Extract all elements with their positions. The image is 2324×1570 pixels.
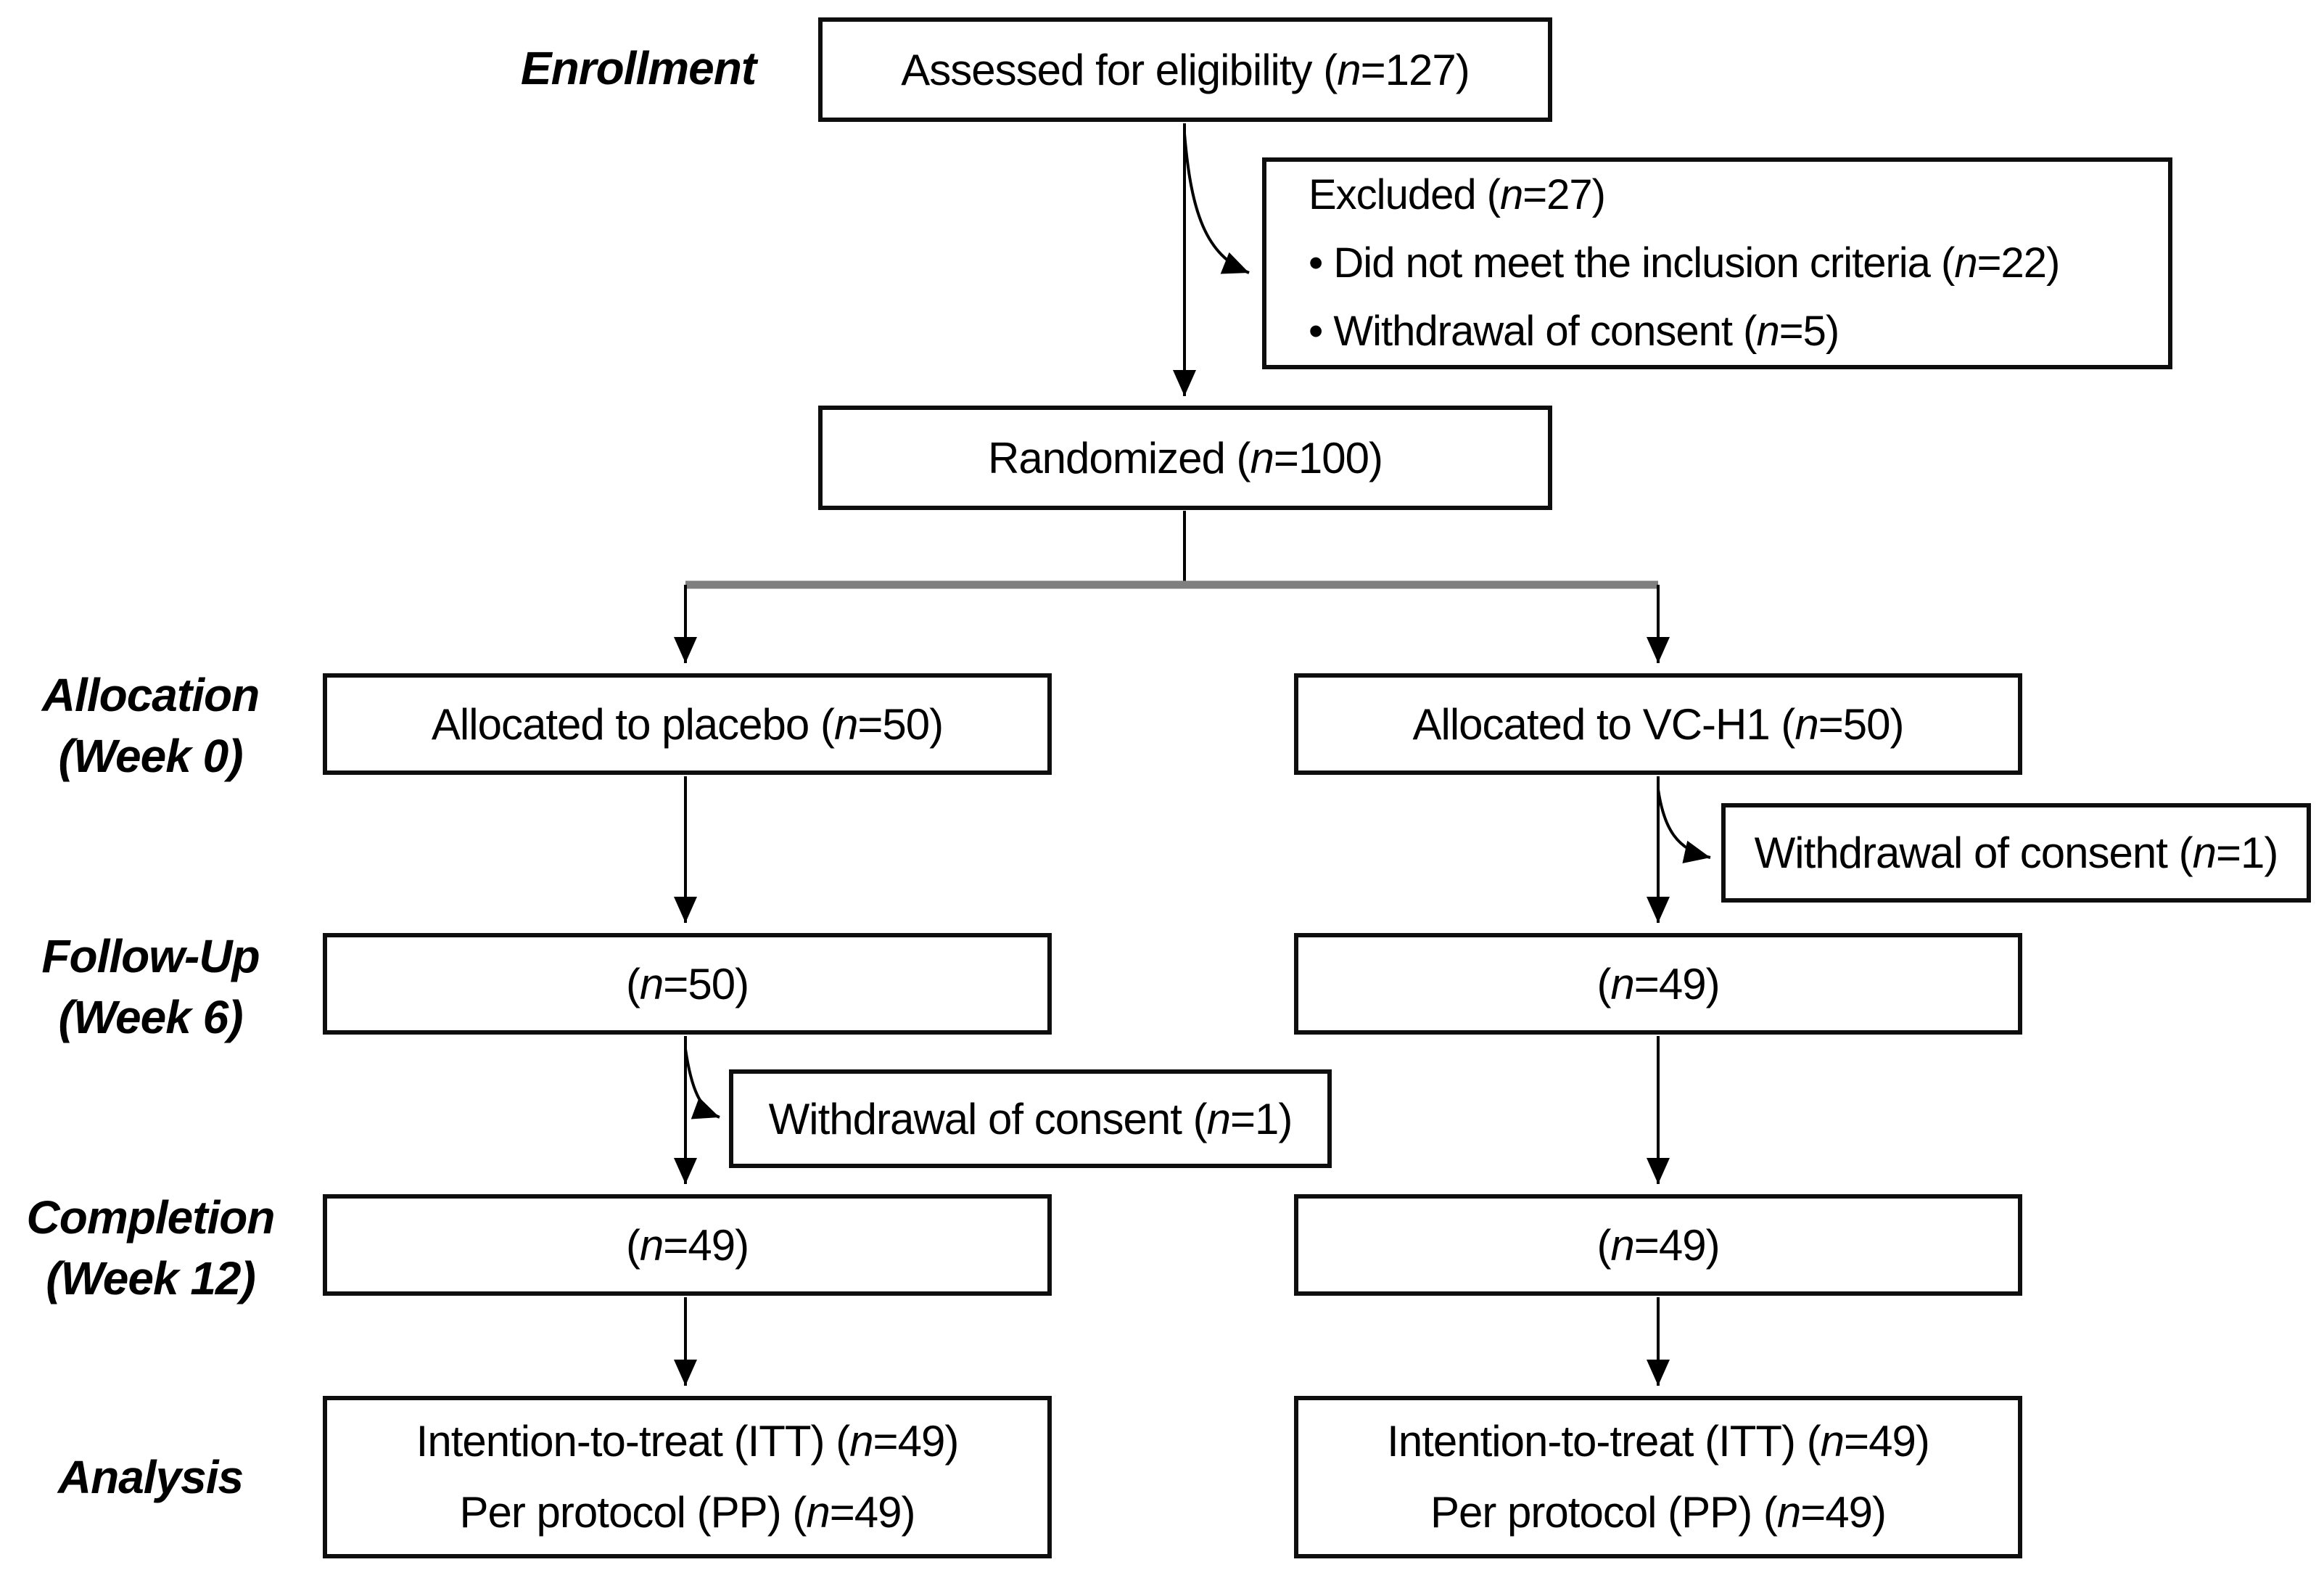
allocated-placebo-box: Allocated to placebo (n=50): [323, 673, 1052, 775]
assessed-eligibility-text: Assessed for eligibility (n=127): [901, 45, 1470, 94]
followup-placebo-text: (n=50): [625, 959, 749, 1008]
analysis-placebo-box: Intention-to-treat (ITT) (n=49) Per prot…: [323, 1396, 1052, 1558]
withdrawal-right-text: Withdrawal of consent (n=1): [1754, 829, 2279, 877]
followup-vch1-text: (n=49): [1596, 959, 1720, 1008]
stage-label-completion: Completion (Week 12): [7, 1187, 294, 1309]
excluded-item-inclusion-criteria: • Did not meet the inclusion criteria (n…: [1309, 239, 2060, 287]
stage-label-allocation-line2: (Week 0): [58, 730, 243, 782]
analysis-vch1-pp-text: Per protocol (PP) (n=49): [1430, 1488, 1887, 1537]
excluded-item-withdrawal: • Withdrawal of consent (n=5): [1309, 308, 1839, 355]
completion-placebo-text: (n=49): [625, 1220, 749, 1270]
excluded-box: Excluded (n=27) • Did not meet the inclu…: [1262, 157, 2172, 369]
withdrawal-left-text: Withdrawal of consent (n=1): [768, 1094, 1293, 1143]
completion-placebo-box: (n=49): [323, 1194, 1052, 1296]
stage-label-followup: Follow-Up (Week 6): [11, 926, 290, 1048]
stage-label-followup-line2: (Week 6): [58, 991, 243, 1043]
allocated-vch1-box: Allocated to VC-H1 (n=50): [1294, 673, 2022, 775]
analysis-placebo-pp-text: Per protocol (PP) (n=49): [459, 1488, 916, 1537]
excluded-title: Excluded (n=27): [1309, 171, 1606, 218]
stage-label-analysis: Analysis: [57, 1451, 244, 1503]
stage-label-allocation-line1: Allocation: [41, 669, 260, 721]
arrow-to-withdraw-right: [1657, 789, 1711, 863]
analysis-placebo-itt-text: Intention-to-treat (ITT) (n=49): [416, 1417, 960, 1466]
analysis-vch1-itt-text: Intention-to-treat (ITT) (n=49): [1387, 1417, 1930, 1466]
followup-placebo-box: (n=50): [323, 933, 1052, 1035]
followup-vch1-box: (n=49): [1294, 933, 2022, 1035]
assessed-eligibility-box: Assessed for eligibility (n=127): [818, 17, 1552, 122]
completion-vch1-box: (n=49): [1294, 1194, 2022, 1296]
withdrawal-left-box: Withdrawal of consent (n=1): [729, 1069, 1332, 1168]
randomized-text: Randomized (n=100): [987, 433, 1383, 482]
stage-label-enrollment: Enrollment: [520, 42, 757, 94]
completion-vch1-text: (n=49): [1596, 1220, 1720, 1270]
arrow-to-withdraw-left: [684, 1048, 720, 1119]
withdrawal-right-box: Withdrawal of consent (n=1): [1721, 803, 2311, 903]
stage-label-completion-line2: (Week 12): [46, 1252, 256, 1304]
analysis-vch1-box: Intention-to-treat (ITT) (n=49) Per prot…: [1294, 1396, 2022, 1558]
stage-label-allocation: Allocation (Week 0): [11, 665, 290, 786]
randomized-box: Randomized (n=100): [818, 406, 1552, 510]
allocated-vch1-text: Allocated to VC-H1 (n=50): [1412, 699, 1904, 749]
stage-label-completion-line1: Completion: [26, 1191, 276, 1244]
allocated-placebo-text: Allocated to placebo (n=50): [431, 699, 944, 749]
arrow-to-excluded: [1183, 133, 1250, 274]
stage-label-followup-line1: Follow-Up: [41, 930, 260, 982]
